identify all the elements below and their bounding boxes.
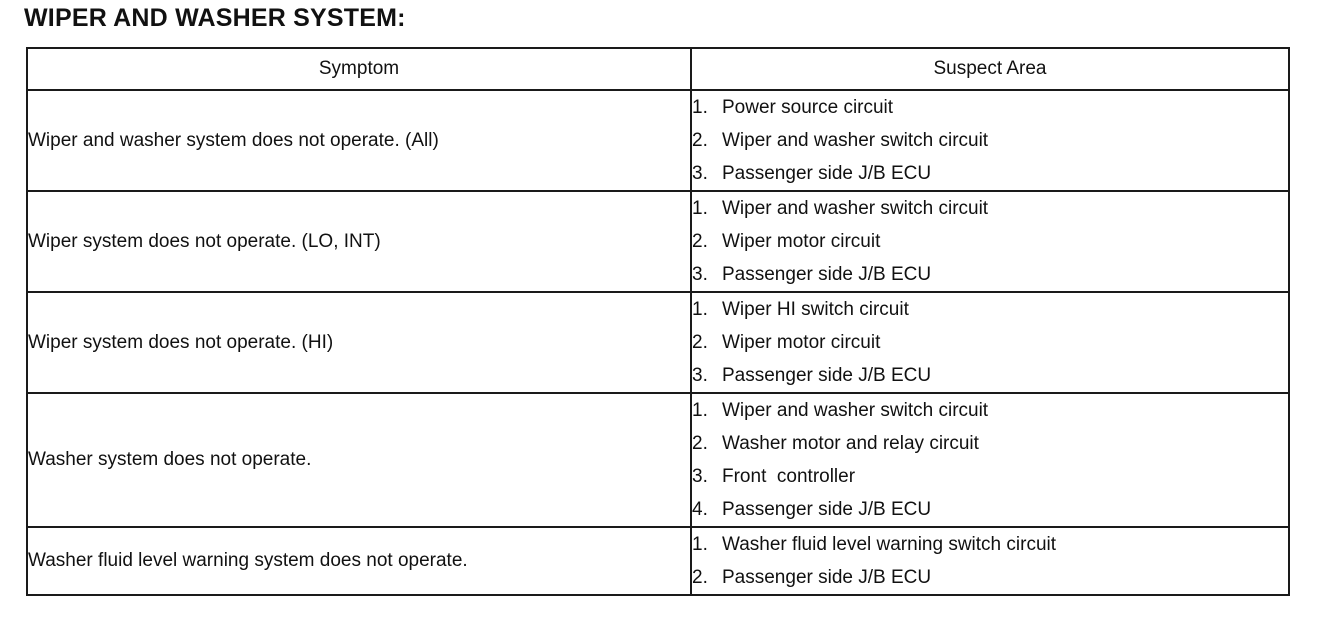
suspect-area-item: 2. Wiper motor circuit bbox=[692, 225, 1288, 258]
item-number: 2. bbox=[692, 130, 708, 151]
suspect-area-item: 2. Wiper and washer switch circuit bbox=[692, 124, 1288, 157]
item-number: 2. bbox=[692, 231, 708, 252]
item-number: 3. bbox=[692, 365, 708, 386]
suspect-area-list: 1. Power source circuit 2. Wiper and washer… bbox=[692, 91, 1288, 190]
suspect-area-item: 1. Power source circuit bbox=[692, 91, 1288, 124]
item-text: Washer fluid level warning switch circui… bbox=[722, 534, 1057, 555]
table-row: Wiper system does not operate. (LO, INT)… bbox=[26, 190, 1290, 293]
suspect-area-cell: 1. Wiper and washer switch circuit 2. Wiper… bbox=[690, 190, 1290, 293]
table-row: Wiper and washer system does not operate… bbox=[26, 89, 1290, 192]
item-text: Passenger side J/B ECU bbox=[722, 163, 932, 184]
item-text: Wiper motor circuit bbox=[722, 231, 881, 252]
suspect-area-item: 3. Passenger side J/B ECU bbox=[692, 157, 1288, 190]
item-text: Wiper and washer switch circuit bbox=[722, 198, 989, 219]
suspect-area-item: 2. Passenger side J/B ECU bbox=[692, 561, 1288, 594]
table-row: Washer system does not operate.1. Wiper a… bbox=[26, 392, 1290, 528]
item-number: 1. bbox=[692, 299, 708, 320]
suspect-area-item: 3. Passenger side J/B ECU bbox=[692, 359, 1288, 392]
suspect-area-item: 1. Wiper HI switch circuit bbox=[692, 293, 1288, 326]
item-number: 1. bbox=[692, 400, 708, 421]
table-row: Washer fluid level warning system does n… bbox=[26, 526, 1290, 596]
item-number: 2. bbox=[692, 567, 708, 588]
item-number: 3. bbox=[692, 163, 708, 184]
table-row: Wiper system does not operate. (HI)1. Wip… bbox=[26, 291, 1290, 394]
column-header-suspect-area: Suspect Area bbox=[690, 47, 1290, 91]
item-number: 1. bbox=[692, 97, 708, 118]
suspect-area-item: 1. Wiper and washer switch circuit bbox=[692, 394, 1288, 427]
item-text: Wiper and washer switch circuit bbox=[722, 130, 989, 151]
item-text: Washer motor and relay circuit bbox=[722, 433, 979, 454]
item-number: 4. bbox=[692, 499, 708, 520]
item-text: Power source circuit bbox=[722, 97, 894, 118]
suspect-area-list: 1. Washer fluid level warning switch circ… bbox=[692, 528, 1288, 594]
item-text: Passenger side J/B ECU bbox=[722, 264, 932, 285]
suspect-area-cell: 1. Wiper and washer switch circuit 2. Washe… bbox=[690, 392, 1290, 528]
suspect-area-list: 1. Wiper HI switch circuit 2. Wiper motor c… bbox=[692, 293, 1288, 392]
suspect-area-item: 3. Front controller bbox=[692, 460, 1288, 493]
suspect-area-list: 1. Wiper and washer switch circuit 2. Washe… bbox=[692, 394, 1288, 526]
symptom-cell: Wiper system does not operate. (HI) bbox=[26, 291, 692, 394]
item-number: 2. bbox=[692, 332, 708, 353]
item-text: Passenger side J/B ECU bbox=[722, 365, 932, 386]
suspect-area-list: 1. Wiper and washer switch circuit 2. Wiper… bbox=[692, 192, 1288, 291]
item-text: Wiper HI switch circuit bbox=[722, 299, 909, 320]
suspect-area-cell: 1. Washer fluid level warning switch circ… bbox=[690, 526, 1290, 596]
suspect-area-item: 4. Passenger side J/B ECU bbox=[692, 493, 1288, 526]
item-number: 1. bbox=[692, 534, 708, 555]
symptom-cell: Wiper system does not operate. (LO, INT) bbox=[26, 190, 692, 293]
suspect-area-item: 2. Washer motor and relay circuit bbox=[692, 427, 1288, 460]
item-number: 3. bbox=[692, 264, 708, 285]
symptom-cell: Washer fluid level warning system does n… bbox=[26, 526, 692, 596]
page-title: WIPER AND WASHER SYSTEM: bbox=[24, 4, 406, 32]
item-number: 1. bbox=[692, 198, 708, 219]
suspect-area-item: 1. Wiper and washer switch circuit bbox=[692, 192, 1288, 225]
item-text: Passenger side J/B ECU bbox=[722, 567, 932, 588]
symptom-cell: Washer system does not operate. bbox=[26, 392, 692, 528]
item-text: Wiper and washer switch circuit bbox=[722, 400, 989, 421]
troubleshooting-table: Symptom Suspect Area Wiper and washer sy… bbox=[26, 47, 1290, 596]
symptom-cell: Wiper and washer system does not operate… bbox=[26, 89, 692, 192]
table-header-row: Symptom Suspect Area bbox=[26, 47, 1290, 91]
column-header-symptom: Symptom bbox=[26, 47, 692, 91]
item-text: Front controller bbox=[722, 466, 856, 487]
suspect-area-item: 3. Passenger side J/B ECU bbox=[692, 258, 1288, 291]
suspect-area-cell: 1. Wiper HI switch circuit 2. Wiper motor c… bbox=[690, 291, 1290, 394]
suspect-area-item: 2. Wiper motor circuit bbox=[692, 326, 1288, 359]
suspect-area-cell: 1. Power source circuit 2. Wiper and washer… bbox=[690, 89, 1290, 192]
table-body: Wiper and washer system does not operate… bbox=[26, 89, 1290, 596]
item-text: Passenger side J/B ECU bbox=[722, 499, 932, 520]
item-number: 3. bbox=[692, 466, 708, 487]
item-number: 2. bbox=[692, 433, 708, 454]
item-text: Wiper motor circuit bbox=[722, 332, 881, 353]
suspect-area-item: 1. Washer fluid level warning switch circ… bbox=[692, 528, 1288, 561]
